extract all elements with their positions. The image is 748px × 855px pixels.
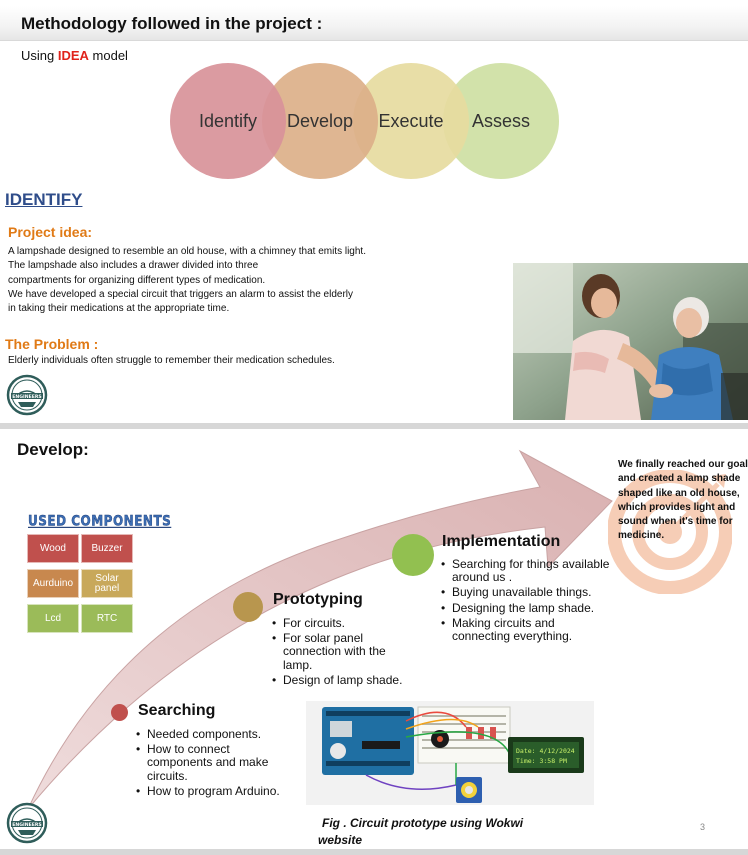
step-label: Assess	[471, 110, 531, 131]
stage-item: For circuits.	[272, 616, 412, 630]
stage-item: Buying unavailable things.	[441, 586, 611, 600]
stage-dot-searching	[111, 704, 128, 721]
component-label: Buzzer	[91, 542, 123, 554]
engineers-logo: ENGINEERS	[6, 374, 48, 416]
stage-item: How to connect components and make circu…	[136, 743, 286, 783]
idea-line: in taking their medications at the appro…	[8, 303, 230, 315]
component-wood: Wood	[27, 534, 79, 563]
stage-list-prototyping: For circuits. For solar panel connection…	[272, 616, 412, 689]
stage-item: Needed components.	[136, 727, 286, 741]
slide-develop: Develop: USED COMPONENTS Wood Buzzer Aur…	[0, 429, 748, 849]
stage-item: Making circuits and connecting everythin…	[441, 616, 611, 643]
engineers-logo-icon: ENGINEERS	[6, 802, 48, 844]
component-label: Solar panel	[94, 572, 120, 594]
lcd-line-1: Date: 4/12/2024	[516, 747, 575, 755]
target-icon	[608, 470, 732, 594]
component-label: Lcd	[44, 612, 62, 624]
stage-dot-implementation	[392, 534, 434, 576]
goal-text: We finally reached our goal and created …	[618, 459, 748, 542]
problem-heading: The Problem :	[5, 336, 99, 352]
idea-line: A lampshade designed to resemble an old …	[8, 246, 366, 257]
circuit-diagram: Date: 4/12/2024 Time: 3:58 PM	[306, 701, 594, 805]
step-label: Execute	[378, 110, 444, 131]
project-idea-heading: Project idea:	[8, 224, 93, 240]
component-label: Aurduino	[32, 577, 74, 589]
develop-title: Develop:	[17, 440, 89, 459]
component-label: RTC	[96, 612, 118, 624]
engineers-logo-bottom: ENGINEERS	[6, 802, 48, 844]
project-idea-text: A lampshade designed to resemble an old …	[8, 245, 428, 316]
used-components-title: USED COMPONENTS	[28, 513, 172, 530]
subtitle-prefix: Using	[21, 48, 58, 63]
stage-title-implementation: Implementation	[442, 533, 561, 550]
idea-line: The lampshade also includes a drawer div…	[8, 260, 259, 272]
stage-title-searching: Searching	[138, 702, 216, 719]
component-rtc: RTC	[81, 604, 133, 633]
component-arduino: Aurduino	[27, 569, 79, 598]
identify-heading: IDENTIFY	[5, 190, 83, 209]
stage-list-searching: Needed components. How to connect compon…	[136, 727, 286, 800]
component-label: Wood	[40, 542, 66, 554]
title-bar: Methodology followed in the project :	[0, 6, 748, 41]
component-solar-panel: Solar panel	[81, 569, 133, 598]
slide-title: Methodology followed in the project :	[21, 14, 323, 33]
model-subtitle: Using IDEA model	[21, 48, 128, 63]
figure-caption: Fig . Circuit prototype using Wokwi webs…	[318, 816, 524, 847]
stage-item: Designing the lamp shade.	[441, 601, 611, 615]
stage-item: How to program Arduino.	[136, 784, 286, 798]
stage-dot-prototyping	[233, 592, 263, 622]
circuit-prototype-image: Date: 4/12/2024 Time: 3:58 PM	[306, 701, 594, 805]
caregiver-photo	[513, 263, 748, 420]
slide-separator	[0, 423, 748, 429]
subtitle-suffix: model	[88, 48, 128, 63]
stage-title-prototyping: Prototyping	[273, 591, 363, 608]
page-number: 3	[700, 822, 706, 832]
progress-arrow	[27, 449, 613, 810]
stage-item: Design of lamp shade.	[272, 673, 412, 687]
idea-line: compartments for organizing different ty…	[8, 274, 266, 286]
idea-line: We have developed a special circuit that…	[8, 288, 353, 300]
subtitle-highlight: IDEA	[57, 48, 89, 63]
logo-text: ENGINEERS	[12, 394, 41, 400]
component-buzzer: Buzzer	[81, 534, 133, 563]
step-circle-identify: Identify	[170, 63, 286, 179]
stage-list-implementation: Searching for things available around us…	[441, 557, 611, 645]
step-label: Develop	[286, 110, 354, 131]
caregiver-photo-illustration	[513, 263, 748, 420]
bottom-separator	[0, 849, 748, 855]
engineers-logo-icon: ENGINEERS	[6, 374, 48, 416]
component-lcd: Lcd	[27, 604, 79, 633]
step-label: Identify	[198, 110, 258, 131]
lcd-line-2: Time: 3:58 PM	[516, 757, 567, 765]
stage-item: Searching for things available around us…	[441, 557, 611, 584]
stage-item: For solar panel connection with the lamp…	[272, 632, 412, 672]
problem-text: Elderly individuals often struggle to re…	[8, 355, 335, 366]
logo-text: ENGINEERS	[12, 822, 41, 828]
slide-methodology: Methodology followed in the project : Us…	[0, 0, 748, 423]
